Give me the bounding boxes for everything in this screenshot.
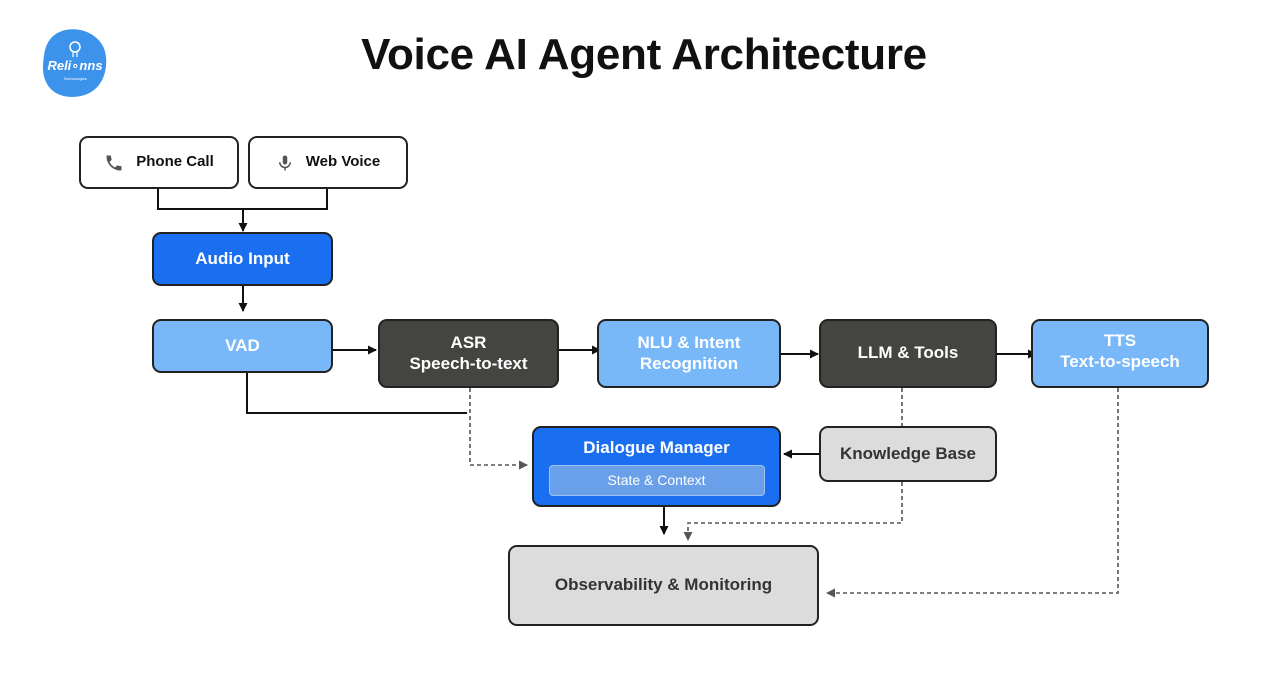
- tts-sublabel: Text-to-speech: [1060, 351, 1180, 371]
- state-context-panel: State & Context: [548, 464, 765, 496]
- nlu-node: NLU & Intent Recognition: [597, 319, 781, 388]
- llm-tools-node: LLM & Tools: [819, 319, 997, 388]
- knowledge-base-node: Knowledge Base: [819, 426, 997, 482]
- dashed-knowledge-to-observability: [683, 482, 903, 541]
- phone-icon: [104, 153, 124, 173]
- dashed-tts-to-observability: [826, 388, 1119, 598]
- asr-label: ASR: [450, 332, 487, 352]
- tts-node: TTS Text-to-speech: [1031, 319, 1209, 388]
- web-voice-label: Web Voice: [305, 153, 381, 171]
- line-vad-feedback: [246, 373, 467, 414]
- web-voice-input: Web Voice: [248, 136, 408, 189]
- logo-text: Reli∘nns: [47, 58, 103, 73]
- asr-sublabel: Speech-to-text: [409, 353, 528, 373]
- nlu-sublabel: Recognition: [639, 353, 739, 373]
- knowledge-base-label: Knowledge Base: [839, 443, 977, 463]
- logo-subtext: Technologies: [63, 76, 87, 81]
- phone-call-input: Phone Call: [79, 136, 239, 189]
- asr-node: ASR Speech-to-text: [378, 319, 559, 388]
- phone-call-label: Phone Call: [136, 153, 214, 171]
- dialogue-manager-label: Dialogue Manager: [583, 438, 730, 457]
- tts-label: TTS: [1103, 331, 1137, 350]
- llm-tools-label: LLM & Tools: [857, 343, 959, 363]
- audio-input-label: Audio Input: [195, 248, 290, 268]
- page-title: Voice AI Agent Architecture: [361, 30, 927, 79]
- microphone-icon: [276, 153, 294, 173]
- dashed-asr-to-dialogue: [469, 388, 528, 470]
- vad-node: VAD: [152, 319, 333, 373]
- company-logo: Reli∘nns Technologies: [42, 27, 108, 99]
- nlu-label: NLU & Intent: [637, 332, 741, 352]
- observability-node: Observability & Monitoring: [508, 545, 819, 626]
- vad-label: VAD: [225, 336, 260, 355]
- dialogue-manager-node: Dialogue Manager State & Context: [532, 426, 781, 507]
- observability-label: Observability & Monitoring: [554, 575, 773, 595]
- audio-input-node: Audio Input: [152, 232, 333, 286]
- state-context-label: State & Context: [607, 471, 706, 488]
